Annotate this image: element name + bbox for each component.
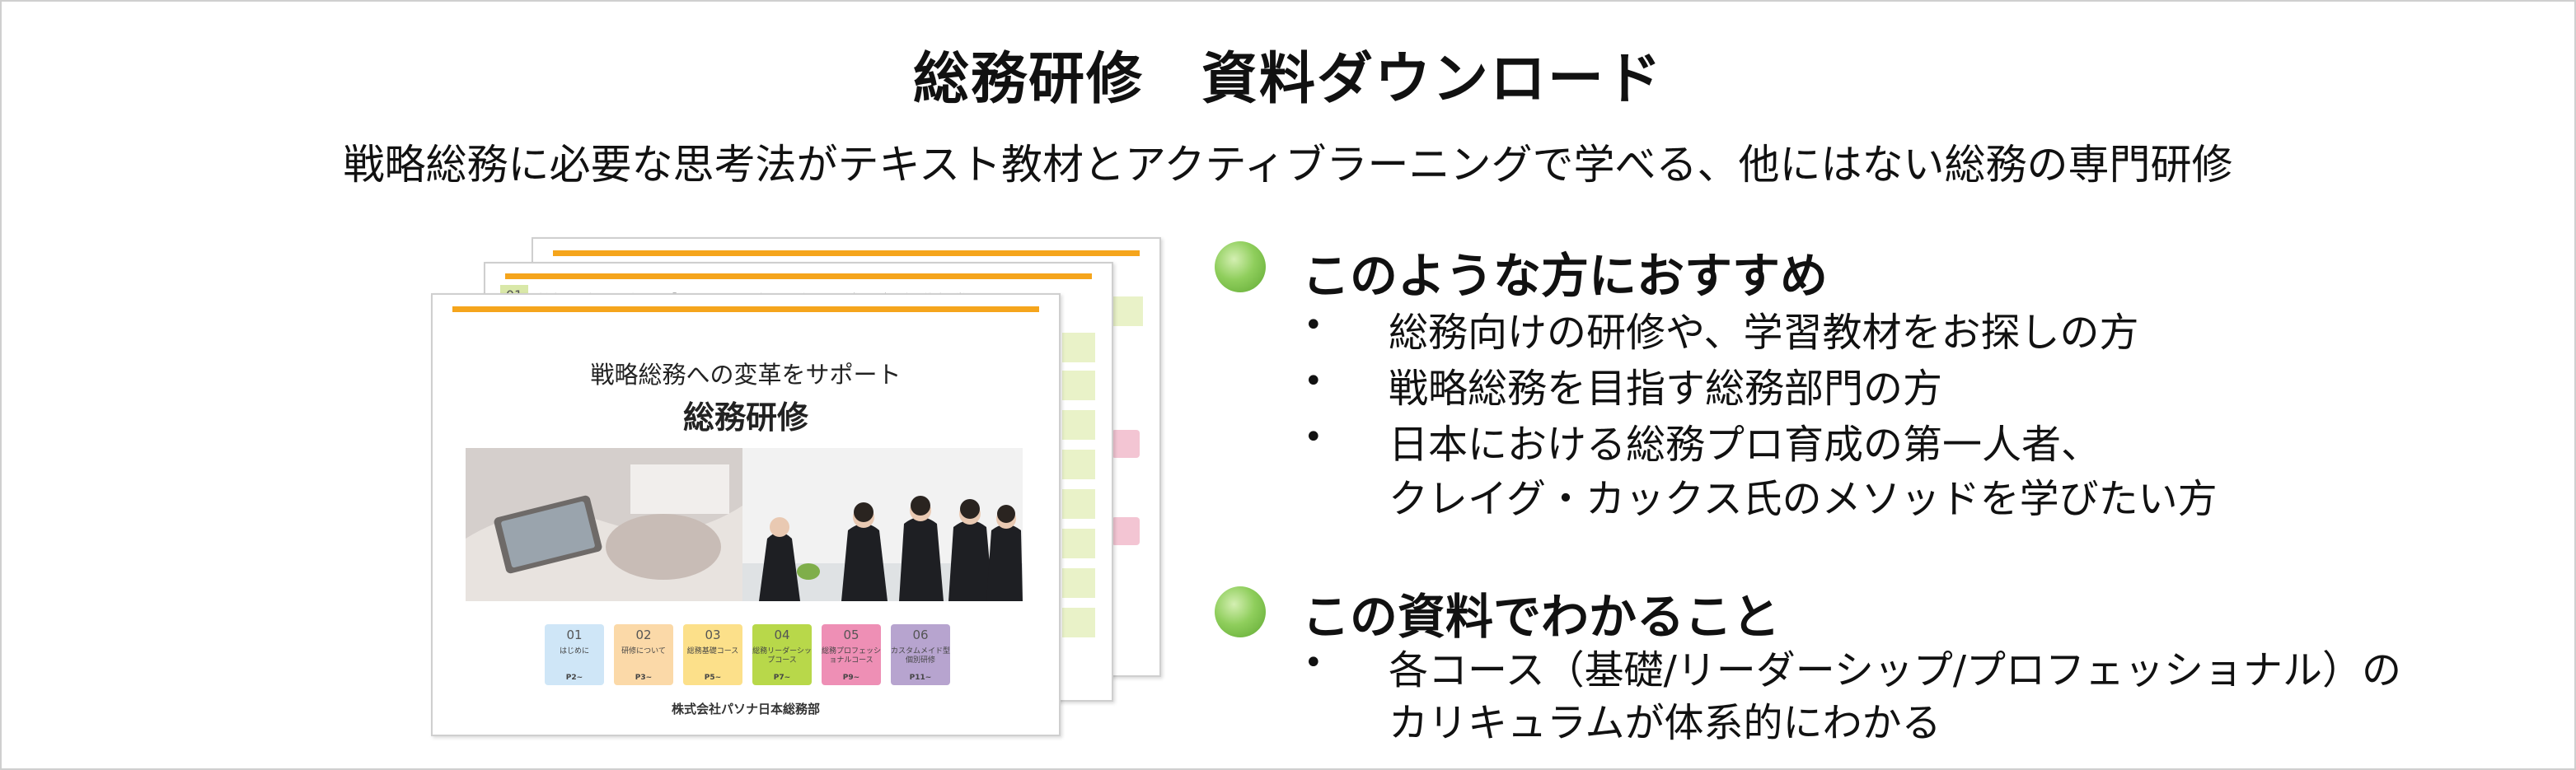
tile-page: P3~ xyxy=(635,674,653,682)
tile-label: 研修について xyxy=(621,647,666,656)
green-block xyxy=(1062,333,1095,362)
contents-tile: 01 はじめに P2~ xyxy=(545,624,604,685)
orange-stripe xyxy=(553,250,1140,256)
tile-page: P11~ xyxy=(909,674,932,682)
cover-photo-tablet xyxy=(466,448,742,601)
page-title: 総務研修 資料ダウンロード xyxy=(912,47,1663,112)
list-bullet: • xyxy=(1304,644,1323,682)
list-item-continuation: クレイグ・カックス氏のメソッドを学びたい方 xyxy=(1389,476,2218,522)
tile-number: 02 xyxy=(635,628,652,642)
tile-page: P9~ xyxy=(842,674,860,682)
list-item: 各コース（基礎/リーダーシップ/プロフェッショナル）の xyxy=(1389,647,2401,693)
pink-block xyxy=(1112,430,1140,458)
section1-heading: このような方におすすめ xyxy=(1302,248,1829,304)
tile-label: 総務基礎コース xyxy=(686,647,739,656)
green-block xyxy=(1062,371,1095,400)
tile-number: 04 xyxy=(774,628,790,642)
green-bullet-icon xyxy=(1215,586,1266,637)
list-bullet: • xyxy=(1304,306,1323,344)
green-block xyxy=(1062,529,1095,558)
list-item: 総務向けの研修や、学習教材をお探しの方 xyxy=(1389,310,2139,356)
cover-photo-meeting xyxy=(742,448,1023,601)
list-item-continuation: カリキュラムが体系的にわかる xyxy=(1389,700,1941,746)
tile-label: はじめに xyxy=(559,647,589,656)
tile-number: 03 xyxy=(705,628,721,642)
pink-block xyxy=(1112,517,1140,545)
cover-title: 総務研修 xyxy=(682,399,808,436)
list-item: 戦略総務を目指す総務部門の方 xyxy=(1389,366,1943,412)
green-block xyxy=(1062,608,1095,637)
list-bullet: • xyxy=(1304,418,1323,456)
tile-label: 総務プロフェッショナルコース xyxy=(822,647,882,665)
company-name: 株式会社パソナ日本総務部 xyxy=(671,702,820,716)
contents-tile: 02 研修について P3~ xyxy=(614,624,673,685)
green-block xyxy=(1062,568,1095,598)
tile-number: 06 xyxy=(912,628,929,642)
brochure-cover-page: 戦略総務への変革をサポート 総務研修 xyxy=(431,293,1061,736)
list-item: 日本における総務プロ育成の第一人者、 xyxy=(1389,422,2101,468)
list-bullet: • xyxy=(1304,362,1323,400)
green-block xyxy=(1110,296,1143,326)
green-block xyxy=(1062,489,1095,519)
tile-number: 05 xyxy=(843,628,859,642)
tile-number: 01 xyxy=(566,628,583,642)
green-block xyxy=(1062,410,1095,440)
contents-tile: 04 総務リーダーシップコース P7~ xyxy=(752,624,812,685)
tile-page: P5~ xyxy=(704,674,722,682)
tile-page: P2~ xyxy=(565,674,583,682)
section2-heading: この資料でわかること xyxy=(1302,589,1781,645)
contents-tile: 06 カスタムメイド型個別研修 P11~ xyxy=(891,624,950,685)
page-subtitle: 戦略総務に必要な思考法がテキスト教材とアクティブラーニングで学べる、他にはない総… xyxy=(343,141,2233,189)
tile-label: カスタムメイド型個別研修 xyxy=(891,647,951,665)
tile-label: 総務リーダーシップコース xyxy=(752,647,812,665)
orange-stripe xyxy=(505,273,1092,279)
contents-tile: 03 総務基礎コース P5~ xyxy=(683,624,742,685)
green-block xyxy=(1062,450,1095,479)
cover-subtitle: 戦略総務への変革をサポート xyxy=(590,361,902,389)
orange-stripe xyxy=(452,306,1039,312)
green-bullet-icon xyxy=(1215,241,1266,292)
contents-tile: 05 総務プロフェッショナルコース P9~ xyxy=(822,624,881,685)
tile-page: P7~ xyxy=(773,674,791,682)
